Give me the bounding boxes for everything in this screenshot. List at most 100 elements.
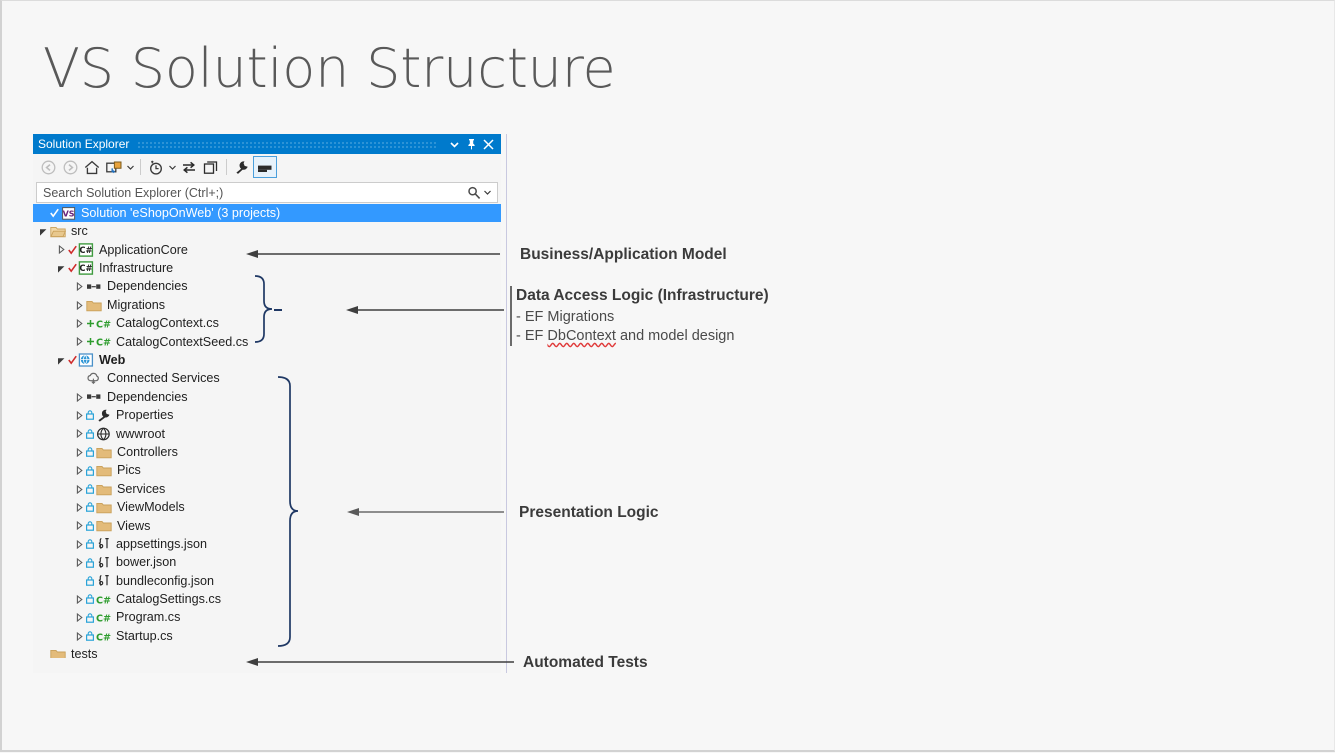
tree-item-bower-json[interactable]: bower.json xyxy=(33,553,501,571)
forward-button[interactable] xyxy=(59,156,81,178)
lock-icon xyxy=(86,410,94,421)
tree-item-label: appsettings.json xyxy=(116,536,208,551)
pin-icon[interactable] xyxy=(463,135,480,153)
solution-views-button[interactable] xyxy=(103,156,125,178)
expander-collapsed[interactable] xyxy=(73,447,86,457)
folder-icon xyxy=(96,446,112,459)
expander-collapsed[interactable] xyxy=(73,466,86,476)
tree-item-catalogcontextseed-cs[interactable]: C#CatalogContextSeed.cs xyxy=(33,333,501,351)
tree-item-label: wwwroot xyxy=(116,426,165,441)
tree-item-dependencies[interactable]: Dependencies xyxy=(33,388,501,406)
close-icon[interactable] xyxy=(480,135,497,153)
tree-item-catalogcontext-cs[interactable]: C#CatalogContext.cs xyxy=(33,314,501,332)
chevron-down-icon[interactable] xyxy=(446,135,463,153)
tree-item-label: bower.json xyxy=(116,555,177,570)
tree-item-controllers[interactable]: Controllers xyxy=(33,443,501,461)
expander-collapsed[interactable] xyxy=(73,282,86,292)
search-icon[interactable] xyxy=(465,186,483,200)
expander-collapsed[interactable] xyxy=(73,539,86,549)
dependencies-icon xyxy=(86,281,102,293)
connected-services-icon xyxy=(86,372,102,385)
annotation-title: Business/Application Model xyxy=(520,246,727,263)
solution-explorer-window: Solution Explorer xyxy=(33,134,501,673)
tree-item-bundleconfig-json[interactable]: bundleconfig.json xyxy=(33,572,501,590)
solution-views-caret-icon[interactable] xyxy=(125,156,136,178)
folder-icon xyxy=(96,464,112,477)
tree-item-appsettings-json[interactable]: appsettings.json xyxy=(33,535,501,553)
expander-collapsed[interactable] xyxy=(73,429,86,439)
folder-icon xyxy=(96,501,112,514)
expander-collapsed[interactable] xyxy=(73,613,86,623)
expander-collapsed[interactable] xyxy=(73,521,86,531)
folder-icon xyxy=(96,483,112,496)
tree-item-label: Solution 'eShopOnWeb' (3 projects) xyxy=(81,205,281,220)
expander-expanded[interactable] xyxy=(55,356,68,365)
tree-item-label: Startup.cs xyxy=(116,628,173,643)
tree-item-connected-services[interactable]: Connected Services xyxy=(33,370,501,388)
expander-collapsed[interactable] xyxy=(73,558,86,568)
lock-icon xyxy=(86,576,94,586)
expander-collapsed[interactable] xyxy=(73,631,86,641)
expander-collapsed[interactable] xyxy=(73,502,86,512)
annotation-title: Presentation Logic xyxy=(519,504,659,521)
tree-item-dependencies[interactable]: Dependencies xyxy=(33,278,501,296)
folder-icon xyxy=(96,519,112,532)
pending-changes-filter-button[interactable] xyxy=(145,156,167,178)
dependencies-icon xyxy=(86,391,102,403)
lock-icon xyxy=(86,557,94,568)
search-dropdown-caret-icon[interactable] xyxy=(483,188,494,197)
annotation-presentation-logic: Presentation Logic xyxy=(519,504,659,522)
search-box[interactable] xyxy=(36,182,498,203)
tree-item-label: ViewModels xyxy=(117,500,185,515)
expander-collapsed[interactable] xyxy=(73,410,86,420)
expander-expanded[interactable] xyxy=(55,264,68,273)
expander-collapsed[interactable] xyxy=(73,484,86,494)
tree-item-label: CatalogContextSeed.cs xyxy=(116,334,249,349)
lock-icon xyxy=(86,484,94,494)
expander-expanded[interactable] xyxy=(37,227,50,236)
tree-item-src[interactable]: src xyxy=(33,222,501,240)
tree-item-label: Dependencies xyxy=(107,279,188,294)
sync-with-active-document-button[interactable] xyxy=(178,156,200,178)
tree-item-infrastructure[interactable]: C#Infrastructure xyxy=(33,259,501,277)
properties-button[interactable] xyxy=(231,156,253,178)
collapse-all-button[interactable] xyxy=(200,156,222,178)
expander-collapsed[interactable] xyxy=(73,300,86,310)
solution-icon: VS xyxy=(60,206,76,221)
expander-collapsed[interactable] xyxy=(55,245,68,255)
preview-selected-items-button[interactable] xyxy=(253,156,277,178)
csharp-file-icon: C# xyxy=(96,611,111,625)
tree-item-pics[interactable]: Pics xyxy=(33,461,501,479)
tree-item-label: Dependencies xyxy=(107,389,188,404)
lock-icon xyxy=(86,521,94,531)
annotation-line-text: - EF Migrations xyxy=(516,309,615,325)
search-input[interactable] xyxy=(43,184,465,201)
tree-item-tests[interactable]: tests xyxy=(33,645,501,658)
tree-item-applicationcore[interactable]: C#ApplicationCore xyxy=(33,241,501,259)
expander-collapsed[interactable] xyxy=(73,337,86,347)
tree-item-label: ApplicationCore xyxy=(99,242,188,257)
back-button[interactable] xyxy=(37,156,59,178)
tree-item-label: CatalogSettings.cs xyxy=(116,592,222,607)
lock-icon xyxy=(86,429,94,439)
expander-collapsed[interactable] xyxy=(73,594,86,604)
pending-changes-caret-icon[interactable] xyxy=(167,156,178,178)
home-button[interactable] xyxy=(81,156,103,178)
tree-item-wwwroot[interactable]: wwwroot xyxy=(33,425,501,443)
expander-collapsed[interactable] xyxy=(73,319,86,329)
tree-item-migrations[interactable]: Migrations xyxy=(33,296,501,314)
tree-item-properties[interactable]: Properties xyxy=(33,406,501,424)
expander-collapsed[interactable] xyxy=(73,392,86,402)
tree-item-services[interactable]: Services xyxy=(33,480,501,498)
tree-item-views[interactable]: Views xyxy=(33,517,501,535)
tree-item-startup-cs[interactable]: C#Startup.cs xyxy=(33,627,501,645)
tree-item-web[interactable]: Web xyxy=(33,351,501,369)
annotation-title: Data Access Logic (Infrastructure) xyxy=(516,287,769,304)
titlebar-grip xyxy=(137,139,438,149)
tree-item-program-cs[interactable]: C#Program.cs xyxy=(33,609,501,627)
tree-item-catalogsettings-cs[interactable]: C#CatalogSettings.cs xyxy=(33,590,501,608)
tree-item-viewmodels[interactable]: ViewModels xyxy=(33,498,501,516)
toolbar-separator xyxy=(140,159,141,175)
tree-item-solution-eshoponweb-3-projects[interactable]: VS Solution 'eShopOnWeb' (3 projects) xyxy=(33,204,501,223)
